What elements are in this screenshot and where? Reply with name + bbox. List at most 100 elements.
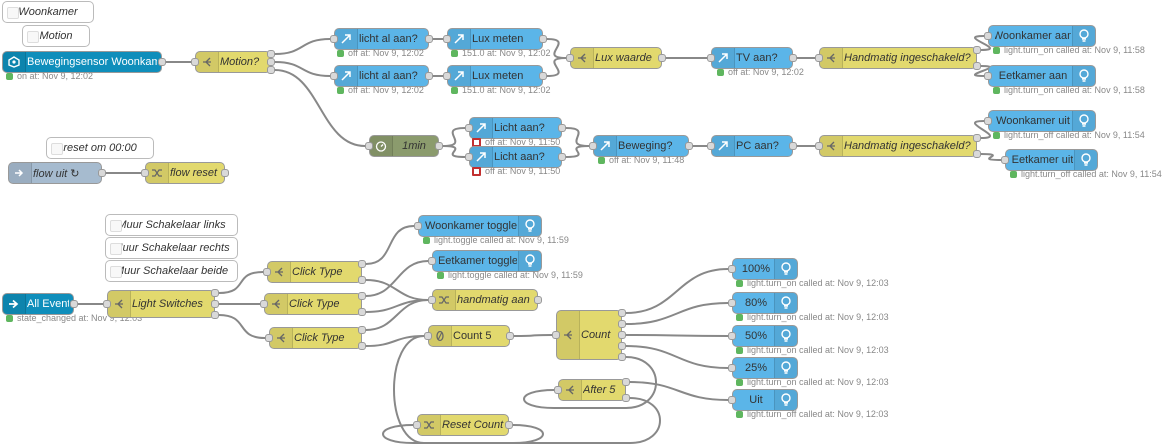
output-port[interactable]: [618, 342, 626, 350]
node-pct-100[interactable]: 100%: [732, 258, 798, 280]
input-port[interactable]: [728, 396, 736, 404]
input-port[interactable]: [554, 386, 562, 394]
output-port[interactable]: [211, 311, 219, 319]
wire[interactable]: [565, 145, 590, 158]
node-lux-meten-1[interactable]: Lux meten: [447, 28, 543, 50]
wire[interactable]: [442, 145, 466, 158]
output-port[interactable]: [211, 289, 219, 297]
node-handmatig-2[interactable]: Handmatig ingeschakeld?: [819, 135, 977, 157]
node-click-type-1[interactable]: Click Type: [267, 261, 362, 283]
output-port[interactable]: [618, 309, 626, 317]
node-click-type-3[interactable]: Click Type: [269, 327, 362, 349]
node-licht-al-aan-1[interactable]: licht al aan?: [334, 28, 429, 50]
output-port[interactable]: [358, 342, 366, 350]
output-port[interactable]: [558, 124, 566, 132]
node-uit[interactable]: Uit: [732, 389, 798, 411]
comment-motion[interactable]: Motion: [22, 25, 90, 47]
wire[interactable]: [625, 334, 729, 337]
output-port[interactable]: [505, 421, 513, 429]
input-port[interactable]: [365, 142, 373, 150]
output-port[interactable]: [685, 142, 693, 150]
input-port[interactable]: [707, 142, 715, 150]
comment-reset[interactable]: reset om 00:00: [46, 137, 154, 159]
input-port[interactable]: [428, 296, 436, 304]
node-motion-switch[interactable]: Motion?: [195, 51, 271, 73]
input-port[interactable]: [465, 153, 473, 161]
wire[interactable]: [625, 302, 729, 325]
wire[interactable]: [974, 120, 991, 139]
wire[interactable]: [523, 356, 657, 409]
output-port[interactable]: [622, 378, 630, 386]
input-port[interactable]: [984, 117, 992, 125]
wire[interactable]: [274, 69, 366, 147]
input-port[interactable]: [428, 257, 436, 265]
comment-muur-links[interactable]: Muur Schakelaar links: [105, 214, 238, 236]
output-port[interactable]: [973, 134, 981, 142]
input-port[interactable]: [728, 364, 736, 372]
node-licht-al-aan-2[interactable]: licht al aan?: [334, 65, 429, 87]
output-port[interactable]: [539, 35, 547, 43]
input-port[interactable]: [443, 72, 451, 80]
node-pct-80[interactable]: 80%: [732, 292, 798, 314]
output-port[interactable]: [221, 169, 229, 177]
wire[interactable]: [625, 268, 729, 314]
wire[interactable]: [218, 271, 264, 294]
output-port[interactable]: [539, 72, 547, 80]
node-handmatig-aan[interactable]: handmatig aan: [432, 289, 538, 311]
wire[interactable]: [365, 299, 429, 331]
input-port[interactable]: [260, 300, 268, 308]
wire[interactable]: [382, 397, 661, 444]
output-port[interactable]: [973, 46, 981, 54]
output-port[interactable]: [70, 300, 78, 308]
node-eetkamer-toggle[interactable]: Eetkamer toggle: [432, 250, 542, 272]
node-beweging[interactable]: Beweging?: [593, 135, 689, 157]
wire[interactable]: [442, 127, 466, 147]
node-after-5[interactable]: After 5: [558, 379, 626, 401]
node-flow-uit[interactable]: flow uit ↻: [8, 162, 102, 184]
output-port[interactable]: [534, 296, 542, 304]
node-reset-count[interactable]: Reset Count: [417, 414, 509, 436]
input-port[interactable]: [728, 265, 736, 273]
output-port[interactable]: [973, 62, 981, 70]
node-woonkamer-toggle[interactable]: Woonkamer toggle: [418, 215, 542, 237]
output-port[interactable]: [789, 142, 797, 150]
output-port[interactable]: [267, 50, 275, 58]
input-port[interactable]: [815, 142, 823, 150]
node-count[interactable]: Count: [556, 310, 622, 360]
wire[interactable]: [546, 57, 567, 77]
output-port[interactable]: [358, 326, 366, 334]
wire[interactable]: [980, 153, 1002, 161]
wire[interactable]: [629, 381, 729, 401]
node-pct-25[interactable]: 25%: [732, 357, 798, 379]
input-port[interactable]: [141, 169, 149, 177]
input-port[interactable]: [566, 54, 574, 62]
node-eetkamer-aan[interactable]: Eetkamer aan: [988, 65, 1096, 87]
output-port[interactable]: [358, 260, 366, 268]
input-port[interactable]: [815, 54, 823, 62]
wire[interactable]: [625, 345, 729, 369]
input-port[interactable]: [443, 35, 451, 43]
node-tv-aan[interactable]: TV aan?: [711, 47, 793, 69]
output-port[interactable]: [973, 150, 981, 158]
output-port[interactable]: [98, 169, 106, 177]
input-port[interactable]: [984, 32, 992, 40]
output-port[interactable]: [789, 54, 797, 62]
output-port[interactable]: [435, 142, 443, 150]
input-port[interactable]: [191, 58, 199, 66]
input-port[interactable]: [265, 334, 273, 342]
input-port[interactable]: [424, 332, 432, 340]
input-port[interactable]: [589, 142, 597, 150]
input-port[interactable]: [1001, 156, 1009, 164]
input-port[interactable]: [552, 331, 560, 339]
output-port[interactable]: [658, 54, 666, 62]
wire[interactable]: [274, 61, 331, 77]
output-port[interactable]: [358, 276, 366, 284]
input-port[interactable]: [707, 54, 715, 62]
node-pc-aan[interactable]: PC aan?: [711, 135, 793, 157]
output-port[interactable]: [211, 300, 219, 308]
output-port[interactable]: [358, 292, 366, 300]
comment-muur-rechts[interactable]: Muur Schakelaar rechts: [105, 237, 238, 259]
wire[interactable]: [513, 334, 553, 337]
input-port[interactable]: [465, 124, 473, 132]
